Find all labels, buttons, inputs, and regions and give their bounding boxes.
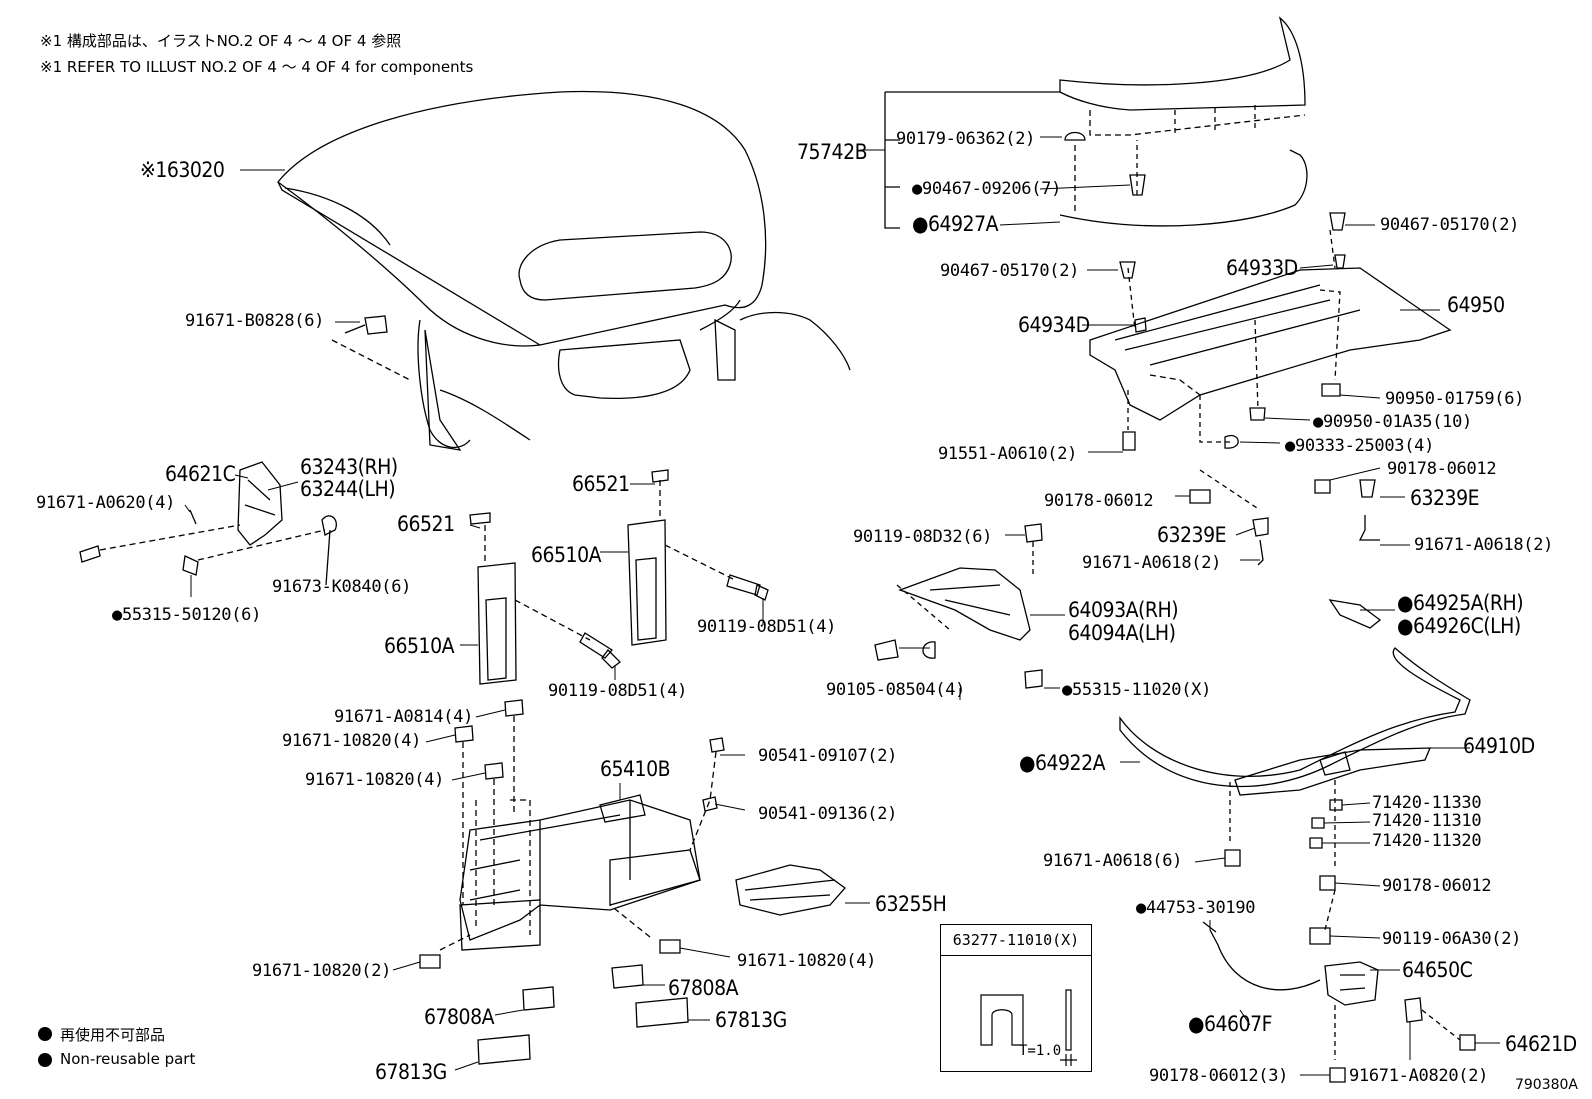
label-64910d: 64910D — [1463, 734, 1535, 758]
label-90178-06012-lower: 90178-06012 — [1382, 876, 1492, 896]
note-en: ※1 REFER TO ILLUST NO.2 OF 4 ～ 4 OF 4 fo… — [40, 58, 474, 76]
bracket-63243 — [237, 461, 283, 546]
cover-63255h — [735, 864, 846, 916]
label-90119-06a30: 90119-06A30(2) — [1382, 929, 1522, 949]
label-64607f: 64607F — [1188, 1012, 1272, 1036]
label-64933d: 64933D — [1226, 256, 1298, 280]
bracket-65410b — [459, 799, 701, 941]
label-91671-10820-middle: 91671-10820(4) — [305, 770, 445, 790]
label-90119-08d32: 90119-08D32(6) — [853, 527, 993, 547]
label-91551-a0610: 91551-A0610(2) — [938, 444, 1078, 464]
label-67808a-right: 67808A — [668, 976, 739, 1000]
channel-66510a-left — [477, 562, 517, 685]
label-91671-a0814: 91671-A0814(4) — [334, 707, 474, 727]
label-90179-06362: 90179-06362(2) — [896, 129, 1036, 149]
label-90105-08504: 90105-08504(4) — [826, 680, 966, 700]
label-91673-k0840: 91673-K0840(6) — [272, 577, 412, 597]
label-63255h: 63255H — [875, 892, 947, 916]
label-64950: 64950 — [1447, 293, 1505, 317]
label-90467-05170-right: 90467-05170(2) — [1380, 215, 1520, 235]
label-90467-09206: 90467-09206(7) — [912, 179, 1061, 199]
label-64650c: 64650C — [1402, 958, 1473, 982]
label-90119-08d51-right: 90119-08D51(4) — [697, 617, 837, 637]
label-67808a-left: 67808A — [424, 1005, 495, 1029]
label-90950-01759: 90950-01759(6) — [1385, 389, 1525, 409]
label-90541-09136: 90541-09136(2) — [758, 804, 898, 824]
label-63020: ※163020 — [140, 158, 225, 182]
label-67813g-right: 67813G — [715, 1008, 787, 1032]
label-63239e-left: 63239E — [1157, 523, 1227, 547]
label-55315-11020: 55315-11020(X) — [1062, 680, 1211, 700]
hard-top-roof — [277, 90, 851, 451]
label-64934d: 64934D — [1018, 313, 1090, 337]
label-64093a: 64093A(RH) — [1068, 598, 1179, 622]
label-64922a: 64922A — [1019, 751, 1106, 775]
label-75742b: 75742B — [797, 140, 868, 164]
label-90333-25003: 90333-25003(4) — [1285, 436, 1434, 456]
label-64621c: 64621C — [165, 462, 236, 486]
label-90950-01a35: 90950-01A35(10) — [1313, 412, 1472, 432]
label-91671-10820-right: 91671-10820(4) — [737, 951, 877, 971]
label-91671-a0820: 91671-A0820(2) — [1349, 1066, 1489, 1086]
legend-jp: 再使用不可部品 — [60, 1026, 166, 1044]
label-91671-a0618-lower: 91671-A0618(6) — [1043, 851, 1183, 871]
moulding-64922a — [1119, 647, 1471, 788]
kit-box-part: 63277-11010(X) — [941, 925, 1091, 956]
label-71420-11310: 71420-11310 — [1372, 811, 1482, 831]
label-65410b: 65410B — [600, 757, 671, 781]
label-64926c: 64926C(LH) — [1397, 614, 1521, 638]
latch-64650c — [1324, 961, 1379, 1006]
kit-box-thickness: T=1.0 — [1019, 1043, 1062, 1059]
bracket-64093a — [898, 567, 1031, 641]
label-63239e-right: 63239E — [1410, 486, 1480, 510]
illustration-code: 790380A — [1514, 1077, 1578, 1093]
label-63243: 63243(RH) — [300, 455, 398, 479]
label-63244: 63244(LH) — [300, 477, 396, 501]
panel-64950 — [1089, 267, 1452, 421]
label-67813g-left: 67813G — [375, 1060, 447, 1084]
label-90178-06012-bottom: 90178-06012(3) — [1149, 1066, 1289, 1086]
label-64094a: 64094A(LH) — [1068, 621, 1176, 645]
label-90119-08d51-left: 90119-08D51(4) — [548, 681, 688, 701]
kit-box: 63277-11010(X) T=1.0 — [940, 924, 1092, 1072]
label-91671-a0618-right: 91671-A0618(2) — [1414, 535, 1554, 555]
legend-en: Non-reusable part — [60, 1050, 196, 1068]
label-90178-06012-right: 90178-06012 — [1387, 459, 1497, 479]
label-66510a-right: 66510A — [531, 543, 602, 567]
label-66521-right: 66521 — [572, 472, 630, 496]
label-64621d: 64621D — [1505, 1032, 1577, 1056]
note-jp: ※1 構成部品は、イラストNO.2 OF 4 ～ 4 OF 4 参照 — [40, 32, 402, 50]
label-91671-a0620: 91671-A0620(4) — [36, 493, 176, 513]
weatherstrip-75742b — [1059, 16, 1306, 111]
label-66521-left: 66521 — [397, 512, 455, 536]
mechanism-64910d — [1234, 747, 1431, 796]
bolt-91671-a0620 — [79, 545, 101, 563]
label-71420-11320: 71420-11320 — [1372, 831, 1482, 851]
label-91671-10820-lower: 91671-10820(2) — [252, 961, 392, 981]
label-66510a-left: 66510A — [384, 634, 455, 658]
label-90541-09107: 90541-09107(2) — [758, 746, 898, 766]
label-71420-11330: 71420-11330 — [1372, 793, 1482, 813]
label-64925a: 64925A(RH) — [1397, 591, 1524, 615]
label-44753-30190: 44753-30190 — [1136, 898, 1256, 918]
label-55315-50120: 55315-50120(6) — [112, 605, 261, 625]
channel-66510a-right — [627, 519, 667, 646]
label-91671-10820-upper: 91671-10820(4) — [282, 731, 422, 751]
label-91671-b0828: 91671-B0828(6) — [185, 311, 325, 331]
label-90467-05170-left: 90467-05170(2) — [940, 261, 1080, 281]
label-64927a: 64927A — [912, 212, 999, 236]
label-90178-06012-left: 90178-06012 — [1044, 491, 1154, 511]
label-91671-a0618-left: 91671-A0618(2) — [1082, 553, 1222, 573]
